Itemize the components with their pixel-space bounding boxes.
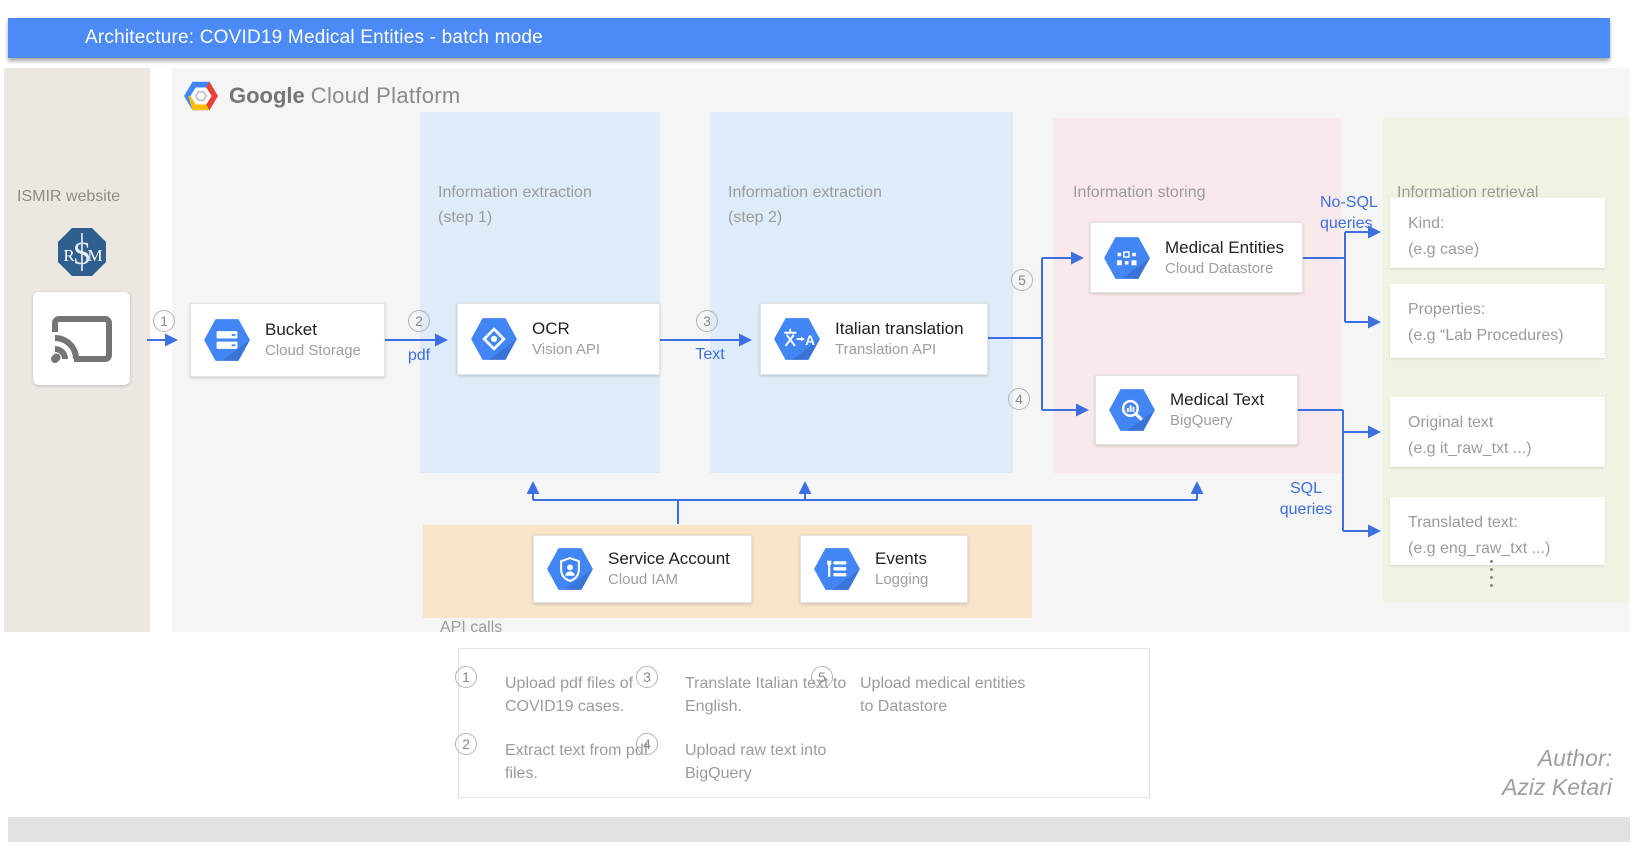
node-title: Bucket: [265, 320, 317, 339]
legend-num-3: 3: [636, 666, 658, 688]
panel-api-calls-label: API calls: [440, 619, 503, 636]
author-credit: Author: Aziz Ketari: [1502, 745, 1612, 800]
panel-information-extraction-step2: [710, 112, 1013, 473]
svg-text:A: A: [805, 332, 815, 348]
legend-text-3: Translate Italian text to English.: [685, 675, 847, 715]
legend-text-5: Upload medical entities to Datastore: [860, 675, 1026, 715]
bigquery-icon: [1107, 388, 1157, 432]
cast-screen-tile: [33, 292, 130, 385]
node-subtitle: Vision API: [532, 341, 601, 358]
node-subtitle: Logging: [875, 571, 929, 588]
cast-icon: [49, 310, 115, 368]
legend-text-2: Extract text from pdf files.: [505, 742, 649, 782]
node-bucket-cloud-storage: Bucket Cloud Storage: [190, 303, 385, 377]
step-marker-5: 5: [1011, 269, 1033, 291]
svg-text:M: M: [87, 246, 102, 265]
panel-information-extraction-step1: [420, 112, 660, 473]
node-subtitle: BigQuery: [1170, 412, 1233, 429]
node-events-logging: Events Logging: [800, 535, 968, 603]
node-subtitle: Cloud Storage: [265, 342, 361, 359]
node-title: Medical Text: [1170, 390, 1265, 409]
step-marker-2: 2: [408, 310, 430, 332]
logging-icon: [812, 547, 862, 591]
cloud-storage-icon: [202, 318, 252, 362]
panel-storing-label: Information storing: [1073, 184, 1206, 201]
node-title: Italian translation: [835, 319, 964, 338]
gcp-hexagon-icon: [183, 80, 219, 112]
gcp-brand-cloud-platform: Cloud Platform: [310, 83, 461, 108]
node-ocr-vision-api: OCR Vision API: [457, 303, 660, 375]
cloud-iam-icon: [545, 547, 595, 591]
ismir-website-label: ISMIR website: [17, 188, 121, 205]
node-medical-text-bigquery: Medical Text BigQuery: [1095, 375, 1298, 445]
footer-bar: [8, 817, 1630, 842]
cloud-datastore-icon: [1102, 236, 1152, 280]
node-subtitle: Cloud Datastore: [1165, 259, 1274, 277]
legend-num-1: 1: [455, 666, 477, 688]
vision-api-icon: [469, 317, 519, 361]
gcp-brand-google: Google: [229, 83, 305, 108]
step-marker-1: 1: [153, 310, 175, 332]
panel-step2-label: Information extraction(step 2): [728, 184, 882, 226]
node-title: OCR: [532, 319, 570, 338]
node-title: Service Account: [608, 549, 730, 568]
legend-text-4: Upload raw text into BigQuery: [685, 742, 827, 782]
query-card-kind: Kind: (e.g case): [1390, 198, 1605, 268]
translation-api-icon: A: [772, 317, 822, 361]
query-card-properties: Properties: (e.g “Lab Procedures): [1390, 284, 1605, 358]
edge-label-pdf: pdf: [407, 347, 431, 364]
node-subtitle: Translation API: [835, 341, 937, 358]
node-title: Medical Entities: [1165, 237, 1285, 257]
legend-text-1: Upload pdf files of COVID19 cases.: [505, 675, 634, 715]
svg-text:R: R: [63, 246, 75, 265]
query-card-translated-text: Translated text: (e.g eng_raw_txt ...): [1390, 497, 1605, 565]
step-marker-3: 3: [696, 310, 718, 332]
legend-box: [458, 648, 1150, 798]
node-service-account-iam: Service Account Cloud IAM: [533, 535, 752, 603]
node-subtitle: Cloud IAM: [608, 571, 679, 588]
ismir-logo: S R M: [56, 226, 108, 278]
diagram-title-bar: Architecture: COVID19 Medical Entities -…: [8, 18, 1610, 58]
legend-num-4: 4: [636, 733, 658, 755]
vertical-ellipsis: [1490, 560, 1493, 587]
panel-step1-label: Information extraction(step 1): [438, 184, 592, 226]
gcp-logo: Google Cloud Platform: [183, 80, 460, 112]
step-marker-4: 4: [1008, 388, 1030, 410]
edge-label-text: Text: [695, 346, 725, 363]
node-title: Events: [875, 549, 927, 568]
diagram-title: Architecture: COVID19 Medical Entities -…: [85, 27, 543, 48]
node-italian-translation-api: A Italian translation Translation API: [760, 303, 988, 375]
query-card-original-text: Original text (e.g it_raw_txt ...): [1390, 397, 1605, 467]
legend-num-5: 5: [811, 666, 833, 688]
legend-num-2: 2: [455, 733, 477, 755]
node-medical-entities-datastore: Medical Entities Cloud Datastore: [1090, 222, 1303, 293]
